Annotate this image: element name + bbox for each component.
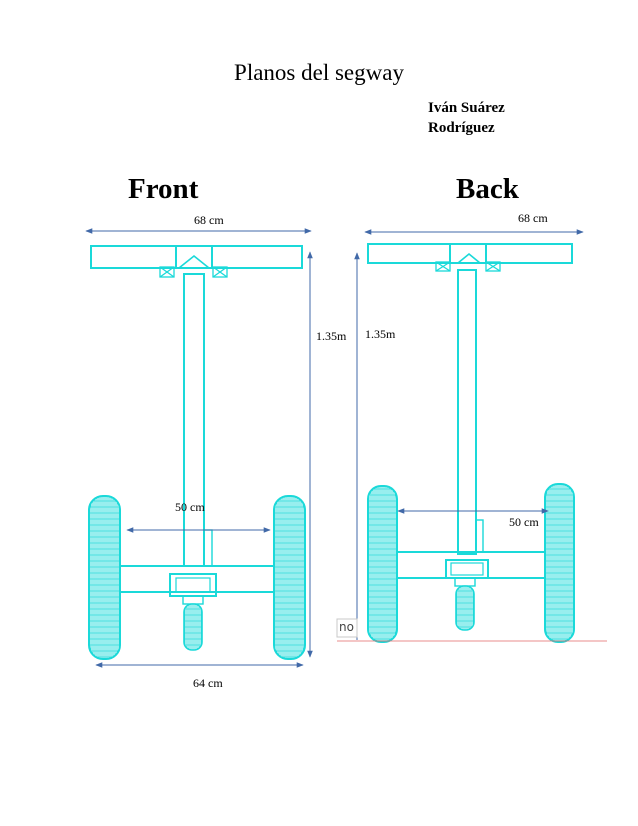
front-width-label: 68 cm	[194, 213, 224, 227]
author-block: Iván Suárez Rodríguez	[428, 98, 505, 138]
front-height-label: 1.35m	[316, 329, 347, 343]
back-dimensions	[354, 229, 584, 640]
back-wheel-right	[544, 483, 575, 643]
page-title: Planos del segway	[234, 60, 404, 85]
back-wheel-left	[367, 485, 398, 643]
front-caster	[182, 595, 204, 651]
back-handlebar	[367, 243, 573, 264]
stray-text-box	[336, 618, 358, 638]
front-stem	[183, 273, 205, 567]
front-wheel-left	[88, 495, 121, 660]
front-segway	[88, 245, 306, 660]
back-caster	[454, 577, 476, 631]
front-dimensions	[85, 228, 313, 668]
back-view-title: Back	[456, 173, 519, 205]
front-bracket-left	[159, 266, 175, 278]
back-base	[396, 551, 546, 579]
back-width-label: 68 cm	[518, 211, 548, 225]
back-bracket-left	[435, 261, 451, 272]
front-view-title: Front	[128, 173, 199, 205]
back-axle-label: 50 cm	[509, 515, 539, 529]
front-clamp	[178, 254, 210, 269]
stray-text: no	[339, 620, 354, 634]
front-handlebar	[90, 245, 303, 269]
front-axle-label: 50 cm	[175, 500, 205, 514]
front-bracket-right	[212, 266, 228, 278]
front-span-label: 64 cm	[193, 676, 223, 690]
front-wheel-right	[273, 495, 306, 660]
back-stem	[457, 269, 477, 555]
front-base	[117, 565, 275, 593]
back-bracket-right	[485, 261, 501, 272]
back-height-label: 1.35m	[365, 327, 396, 341]
back-segway	[367, 243, 575, 643]
back-clamp	[457, 252, 481, 264]
author-last-name: Rodríguez	[428, 120, 495, 136]
author-first-name: Iván Suárez	[428, 100, 505, 116]
